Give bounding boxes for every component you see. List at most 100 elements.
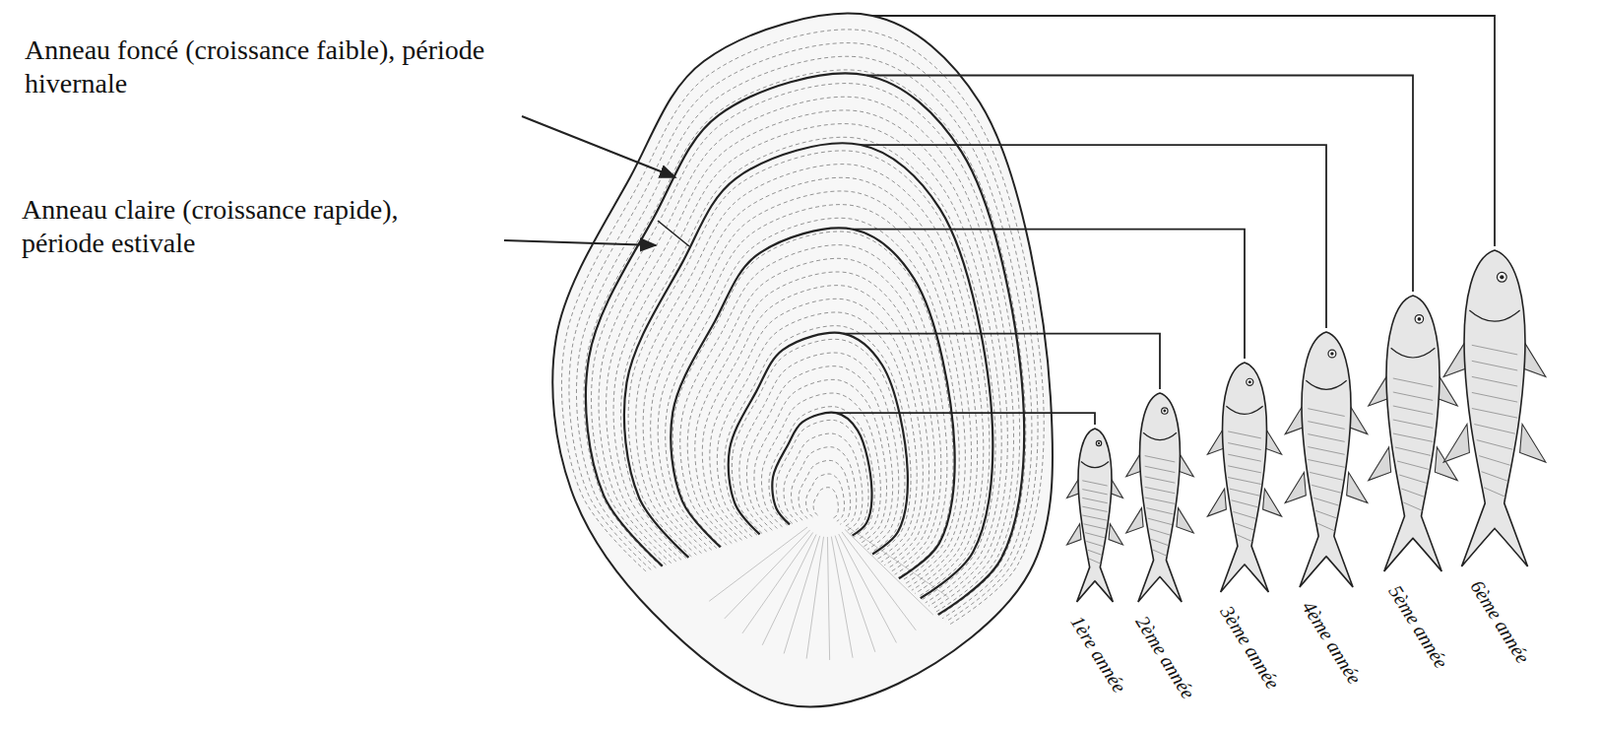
fish-scale [552, 13, 1053, 707]
band-tick [657, 220, 690, 247]
body-hatching [1393, 391, 1433, 400]
label-holder: 2ème année [1131, 611, 1200, 703]
circulus-line [606, 110, 1009, 606]
leader-line [835, 412, 1095, 425]
label-holder: 3ème année [1216, 601, 1284, 693]
body-hatching [1146, 508, 1173, 514]
body-hatching [1472, 344, 1518, 355]
body-hatching [1227, 465, 1262, 473]
pelvic-fin [1368, 447, 1392, 481]
fish-body [1384, 295, 1443, 572]
body-hatching [1478, 455, 1511, 466]
fish-body [1299, 331, 1353, 587]
body-hatching [1307, 447, 1344, 455]
pelvic-fin [1176, 508, 1194, 533]
body-hatching [1472, 360, 1518, 371]
pelvic-fin [1520, 424, 1546, 463]
radial-striation [724, 529, 811, 619]
circulus-line [665, 217, 960, 580]
fish-body [1077, 428, 1114, 602]
body-hatching [1317, 522, 1336, 531]
fish-pupil [1097, 442, 1100, 445]
label-holder: 4ème année [1297, 596, 1366, 688]
body-hatching [1151, 538, 1169, 545]
body-hatching [1473, 424, 1515, 435]
circulus-line [576, 56, 1031, 619]
body-hatching [1145, 455, 1176, 462]
body-hatching [1082, 480, 1107, 486]
body-hatching [1145, 465, 1176, 472]
fish-body [1461, 250, 1528, 567]
circulus-line [761, 392, 881, 540]
leader-line [843, 333, 1160, 389]
body-hatching [1307, 408, 1344, 417]
circulus-line [695, 271, 936, 569]
radial-striation [841, 531, 916, 631]
circulus-line [813, 487, 838, 518]
fish-pupil [1162, 409, 1166, 413]
pelvic-fin [1284, 471, 1306, 503]
callout-arrow [521, 116, 676, 178]
circulus-line [798, 459, 851, 524]
circulus-line [739, 352, 899, 550]
circulus-line [621, 136, 996, 599]
body-hatching [1393, 419, 1433, 428]
body-hatching [1231, 500, 1259, 508]
radial-striation [831, 536, 853, 658]
body-hatching [1472, 391, 1518, 402]
annual-ring [624, 142, 993, 598]
scale-outline [552, 13, 1053, 707]
annual-ring [728, 332, 908, 555]
pelvic-fin [1263, 488, 1282, 516]
fish-eye [1496, 271, 1507, 282]
year-label: 5ème année [1384, 580, 1453, 672]
fish-pupil [1499, 274, 1504, 279]
pelvic-fin [1443, 424, 1470, 463]
label-holder: 5ème année [1384, 580, 1453, 672]
body-hatching [1399, 474, 1427, 483]
gill-arc [1143, 432, 1177, 440]
body-hatching [1236, 534, 1253, 542]
annual-ring [585, 72, 1024, 614]
body-hatching [1082, 514, 1107, 520]
pelvic-fin [1067, 523, 1082, 545]
fish-figure [1207, 362, 1281, 592]
circulus-line [583, 69, 1026, 616]
fish-eye [1095, 440, 1101, 446]
leader-line [866, 74, 1413, 292]
body-hatching [1082, 497, 1107, 503]
body-hatching [1395, 447, 1431, 455]
circulus-line [591, 83, 1021, 613]
fish-figure [1126, 392, 1194, 602]
fish-eye [1246, 378, 1254, 385]
circulus-line [657, 204, 965, 584]
body-hatching [1145, 486, 1176, 493]
circulus-line [775, 419, 869, 533]
body-hatching [1397, 460, 1429, 469]
body-hatching [1313, 497, 1340, 506]
fish-figure [1443, 250, 1546, 567]
circulus-line [791, 447, 857, 528]
circulus-line [806, 473, 845, 521]
circulus-line [768, 406, 875, 537]
fish-pupil [1417, 317, 1422, 321]
body-hatching [1227, 443, 1262, 450]
gill-arc [1081, 460, 1109, 467]
leader-line [852, 229, 1245, 359]
fish-eye [1161, 407, 1168, 414]
body-hatching [1481, 471, 1509, 482]
body-hatching [1086, 540, 1103, 546]
gill-arc [1391, 347, 1436, 358]
year-label: 2ème année [1131, 611, 1200, 703]
body-hatching [1483, 487, 1506, 498]
circulus-line [598, 96, 1014, 609]
body-hatching [1307, 421, 1344, 430]
scale-fill [552, 13, 1053, 707]
gill-arc [1469, 310, 1520, 321]
fish-eye [1328, 349, 1337, 358]
annual-ring [771, 412, 872, 536]
body-hatching [1315, 510, 1338, 518]
pelvic-fin [1108, 523, 1123, 545]
